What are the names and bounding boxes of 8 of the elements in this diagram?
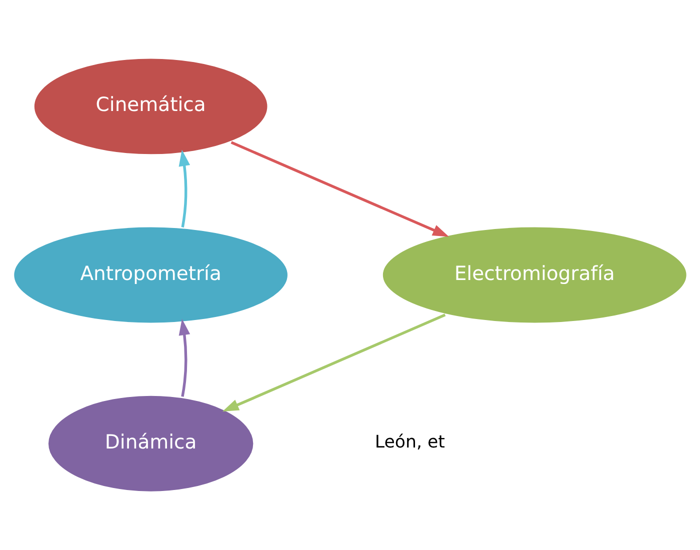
- node-ellipse: Cinemática: [32, 56, 270, 156]
- label: León, et: [374, 432, 445, 453]
- node-ellipse: Antropometría: [12, 225, 290, 325]
- arrow: [178, 318, 190, 397]
- arrow: [222, 314, 446, 412]
- arrow: [230, 141, 449, 237]
- node-ellipse: Dinámica: [46, 394, 256, 494]
- arrow: [178, 150, 190, 228]
